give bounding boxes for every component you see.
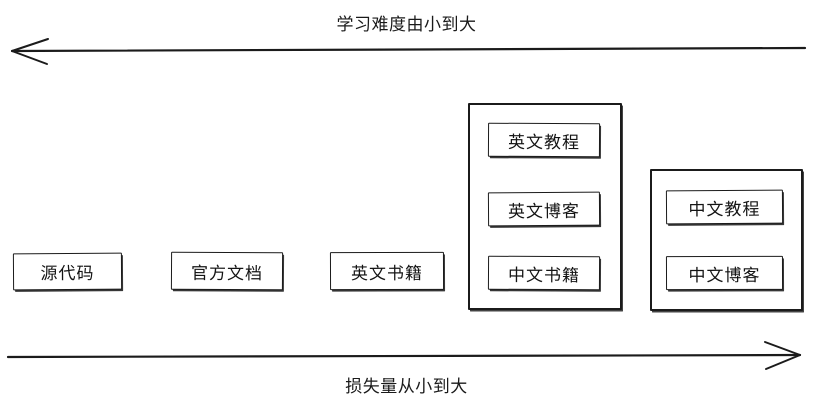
node-label: 中文教程 [688, 199, 761, 220]
top-axis-label: 学习难度由小到大 [336, 15, 477, 35]
node-chinese-books[interactable]: 中文书籍 [487, 255, 601, 291]
node-english-tutorial[interactable]: 英文教程 [487, 122, 601, 158]
node-official-docs[interactable]: 官方文档 [170, 251, 284, 291]
node-label: 英文博客 [507, 201, 581, 222]
node-label: 中文书籍 [507, 265, 581, 286]
arrow-right-icon [6, 341, 802, 370]
node-english-blog[interactable]: 英文博客 [487, 191, 601, 227]
node-chinese-tutorial[interactable]: 中文教程 [665, 189, 784, 225]
bottom-axis-label: 损失量从小到大 [345, 377, 468, 397]
node-label: 官方文档 [190, 263, 264, 284]
node-label: 源代码 [40, 263, 95, 285]
arrow-left-icon [10, 38, 807, 65]
node-english-books[interactable]: 英文书籍 [329, 251, 445, 291]
node-label: 中文博客 [688, 265, 761, 286]
node-chinese-blog[interactable]: 中文博客 [665, 255, 784, 291]
node-label: 英文书籍 [350, 263, 424, 284]
node-source-code[interactable]: 源代码 [12, 252, 123, 291]
node-label: 英文教程 [507, 132, 581, 153]
